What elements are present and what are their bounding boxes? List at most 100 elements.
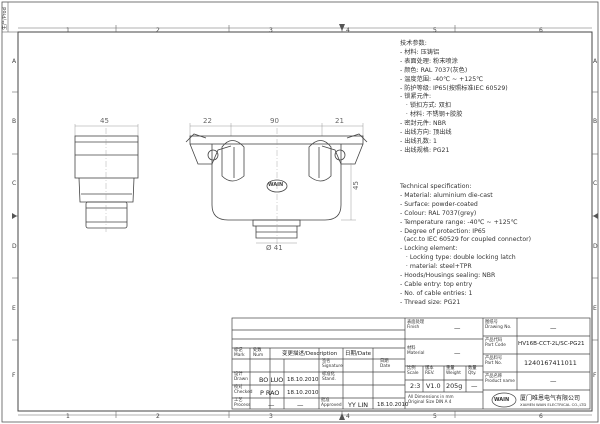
tech-en-line: - Hoods/Housings sealing: NBR — [400, 272, 496, 280]
zone-row-b-right: B — [593, 118, 598, 125]
zone-col-5-top: 5 — [433, 27, 437, 34]
tech-en-line: · material: steel+TPR — [400, 263, 472, 271]
zone-col-2-top: 2 — [156, 27, 160, 34]
zone-row-c-left: C — [12, 180, 17, 187]
zone-row-d-right: D — [593, 243, 598, 250]
zone-col-6-top: 6 — [539, 27, 543, 34]
part-no-label: 产品料号 Part No. — [485, 356, 503, 366]
units-note: All Dimensions in mm Original Size DIN A… — [408, 394, 454, 404]
zone-col-3-bottom: 3 — [269, 413, 273, 420]
part-code-label: 产品代码 Part Code — [485, 338, 506, 348]
side-view — [74, 124, 139, 232]
qty-label: 数量 Qty. — [468, 366, 477, 376]
rev-value: V1.0 — [426, 382, 441, 390]
dim-front-left: 22 — [203, 117, 212, 125]
tech-cn-line: - 材料: 压铸铝 — [400, 48, 440, 56]
tech-cn-line: - 出线方向: 顶出线 — [400, 129, 452, 137]
dim-cable-diameter: Ø 41 — [266, 244, 283, 252]
tech-en-line: - No. of cable entries: 1 — [400, 289, 473, 297]
zone-col-3-top: 3 — [269, 27, 273, 34]
dim-front-right: 21 — [335, 117, 344, 125]
weight-label: 重量 Weight — [446, 366, 461, 376]
drawn-date: 18.10.2010 — [287, 377, 319, 383]
zone-row-f-left: F — [12, 372, 16, 379]
tech-cn-line: - 表面处理: 粉末喷涂 — [400, 57, 458, 65]
tech-cn-header: 技术参数: — [400, 40, 427, 47]
tech-cn-line: - 防护等级: IP65(按照标准IEC 60529) — [400, 84, 508, 92]
margin-note: 生产/Prod — [2, 7, 8, 30]
product-name-label: 产品名称 Product name — [485, 374, 515, 384]
brand-mark-drawing: WAIN — [268, 182, 284, 188]
stand-label: 标准化 Stand. — [322, 372, 336, 382]
zone-row-e-right: E — [593, 305, 597, 312]
process-label: 工艺 Process — [234, 398, 251, 408]
process-date: — — [297, 401, 304, 409]
hdr-date2: 日期 Date — [380, 359, 391, 369]
company-logo: WAIN — [494, 397, 510, 403]
zone-row-a-left: A — [12, 58, 17, 65]
zone-col-4-bottom: 4 — [346, 413, 350, 420]
drawn-label: 设计 Drawn — [234, 372, 248, 382]
drawn-name: BO LUO — [259, 376, 284, 384]
tech-en-line: - Material: aluminium die-cast — [400, 191, 493, 199]
tech-spec-cn: 技术参数: - 材料: 压铸铝 - 表面处理: 粉末喷涂 - 颜色: RAL 7… — [400, 40, 508, 156]
tech-cn-line: - 出线规格: PG21 — [400, 146, 450, 154]
tech-cn-line: - 出线孔数: 1 — [400, 137, 437, 145]
approved-name: YY LIN — [348, 401, 369, 409]
hdr-signature: 签名 Signature — [322, 359, 343, 369]
part-no-value: 1240167411011 — [524, 359, 577, 367]
checked-date: 18.10.2010 — [287, 390, 319, 396]
zone-col-5-bottom: 5 — [433, 413, 437, 420]
tech-en-line: - Locking element: — [400, 245, 458, 253]
part-code-value: HV16B-CCT-2L/SC-PG21 — [518, 341, 585, 347]
title-block-grid — [231, 317, 591, 410]
tech-en-line: - Thread size: PG21 — [400, 298, 461, 306]
tech-en-line: · Locking type: double locking latch — [400, 254, 516, 262]
dim-height: 45 — [352, 181, 360, 190]
process-name: — — [268, 401, 275, 409]
tech-spec-en: Technical specification: - Material: alu… — [400, 183, 531, 308]
finish-label: 表面处理 Finish — [407, 320, 425, 330]
material-label: 材料 Material — [407, 346, 425, 356]
zone-col-4-top: 4 — [346, 27, 350, 34]
zone-col-2-bottom: 2 — [156, 413, 160, 420]
company-name-en: XIAMEN WAIN ELECTRICAL CO.,LTD — [520, 402, 587, 407]
inner-frame — [17, 31, 593, 412]
zone-row-e-left: E — [12, 305, 16, 312]
tech-cn-line: - 密封元件: NBR — [400, 120, 447, 128]
rev-label: 版本 REV. — [425, 366, 435, 376]
drawing-no-value: — — [550, 324, 557, 332]
approved-date: 18.10.2010 — [377, 402, 409, 408]
checked-name: P RAO — [260, 389, 280, 397]
zone-row-d-left: D — [12, 243, 17, 250]
centering-marks — [12, 24, 598, 420]
hdr-num: 处数 Num — [253, 348, 264, 358]
zone-row-b-left: B — [12, 118, 17, 125]
qty-value: — — [471, 382, 478, 390]
tech-en-line: - Surface: powder-coated — [400, 200, 478, 208]
zone-row-c-right: C — [593, 180, 598, 187]
front-view — [185, 123, 368, 248]
tech-en-line: - Degree of protection: IP65 — [400, 227, 486, 235]
tech-cn-line: · 锁扣方式: 双扣 — [400, 102, 452, 110]
tech-en-line: - Temperature range: -40℃ ~ +125℃ — [400, 218, 518, 226]
tech-en-line: (acc.to IEC 60529 for coupled connector) — [400, 236, 532, 244]
scale-value: 2:3 — [410, 382, 421, 390]
approved-label: 批准 Approved — [321, 398, 342, 408]
finish-value: — — [454, 324, 461, 332]
tech-cn-line: - 颜色: RAL 7037(灰色) — [400, 66, 468, 74]
dim-front-middle: 90 — [270, 117, 279, 125]
weight-value: 205g — [446, 382, 463, 390]
zone-col-1-bottom: 1 — [66, 413, 70, 420]
hdr-work: 标记 Mark — [234, 348, 245, 358]
tech-en-header: Technical specification: — [400, 183, 472, 190]
tech-en-line: - Colour: RAL 7037(grey) — [400, 209, 477, 217]
scale-label: 比例 Scale — [407, 366, 419, 376]
checked-label: 校对 Checked — [234, 385, 253, 395]
tech-en-line: - Cable entry: top entry — [400, 280, 473, 288]
tech-cn-line: - 锁紧元件: — [400, 93, 432, 101]
dim-side-width: 45 — [100, 117, 109, 125]
product-name-value: — — [550, 377, 557, 385]
